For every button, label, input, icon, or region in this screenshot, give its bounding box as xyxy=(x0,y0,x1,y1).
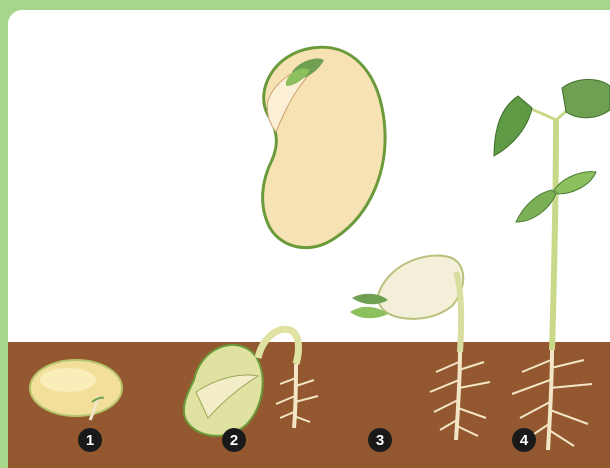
stage-2-number: 2 xyxy=(222,428,246,452)
seed-cross-section xyxy=(263,47,385,247)
stage-1-seed xyxy=(30,360,122,420)
stage-3-seedling xyxy=(350,256,490,440)
stage-3-number: 3 xyxy=(368,428,392,452)
stage-4-number: 4 xyxy=(512,428,536,452)
stage-1-number: 1 xyxy=(78,428,102,452)
stage-4-plant xyxy=(494,80,610,451)
stage-2-sprout xyxy=(184,329,318,436)
